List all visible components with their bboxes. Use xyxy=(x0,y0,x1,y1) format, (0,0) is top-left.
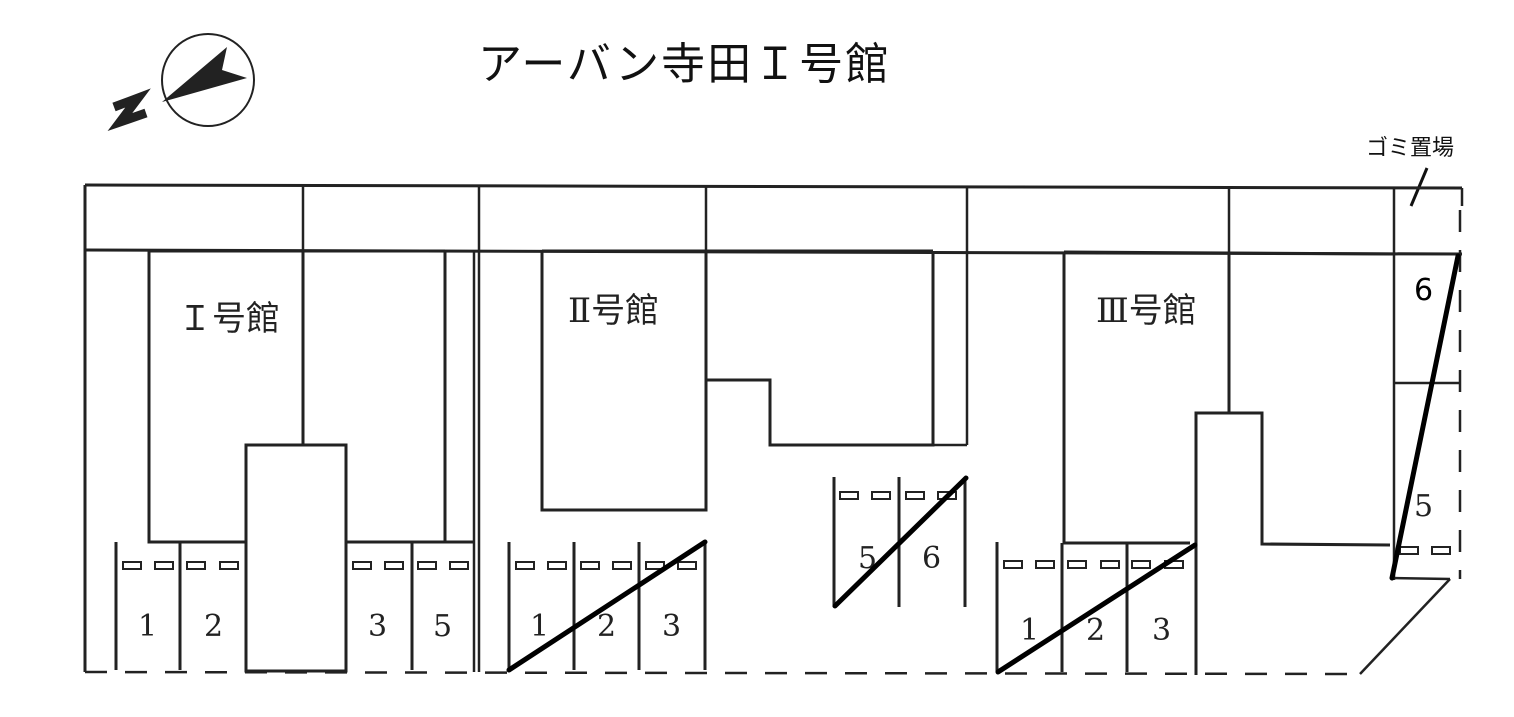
building-III: Ⅲ号館 xyxy=(1062,250,1395,675)
parking-building-II-side: 5 6 xyxy=(832,475,969,609)
building-II: Ⅱ号館 xyxy=(540,249,967,512)
page-title: アーバン寺田Ｉ号館 xyxy=(478,39,892,90)
parking-space-3: 3 xyxy=(1152,613,1171,648)
parking-space-1: 1 xyxy=(530,609,549,644)
parking-space-1: 1 xyxy=(1020,613,1039,648)
parking-space-5: 5 xyxy=(1414,489,1433,524)
building-I: Ｉ号館 xyxy=(147,249,476,673)
parking-space-2: 2 xyxy=(1086,613,1105,648)
parking-space-5: 5 xyxy=(433,609,452,644)
parking-building-II-front: 1 2 3 xyxy=(506,539,708,673)
parking-building-I: 1 2 3 5 xyxy=(114,542,469,670)
north-arrow-icon xyxy=(107,33,255,132)
parking-space-2: 2 xyxy=(597,609,616,644)
parking-space-3: 3 xyxy=(368,609,387,644)
parking-space-2: 2 xyxy=(204,609,223,644)
parking-space-3: 3 xyxy=(662,609,681,644)
parking-space-1: 1 xyxy=(138,609,157,644)
building-I-label: Ｉ号館 xyxy=(178,299,280,339)
unavailable-slash xyxy=(995,542,1198,675)
garbage-area-label: ゴミ置場 xyxy=(1366,136,1455,161)
unavailable-slash xyxy=(832,475,969,609)
road-band xyxy=(83,183,1464,672)
unavailable-slash xyxy=(506,539,708,673)
parking-space-6: 6 xyxy=(922,541,941,576)
unavailable-slash xyxy=(1389,253,1461,581)
parking-space-6: 6 xyxy=(1414,273,1433,308)
site-boundary xyxy=(84,578,1451,676)
building-II-label: Ⅱ号館 xyxy=(568,291,659,331)
parking-building-III-front: 1 2 3 xyxy=(995,542,1198,675)
parking-building-III-side: 6 5 xyxy=(1389,210,1462,581)
building-III-label: Ⅲ号館 xyxy=(1096,291,1197,331)
